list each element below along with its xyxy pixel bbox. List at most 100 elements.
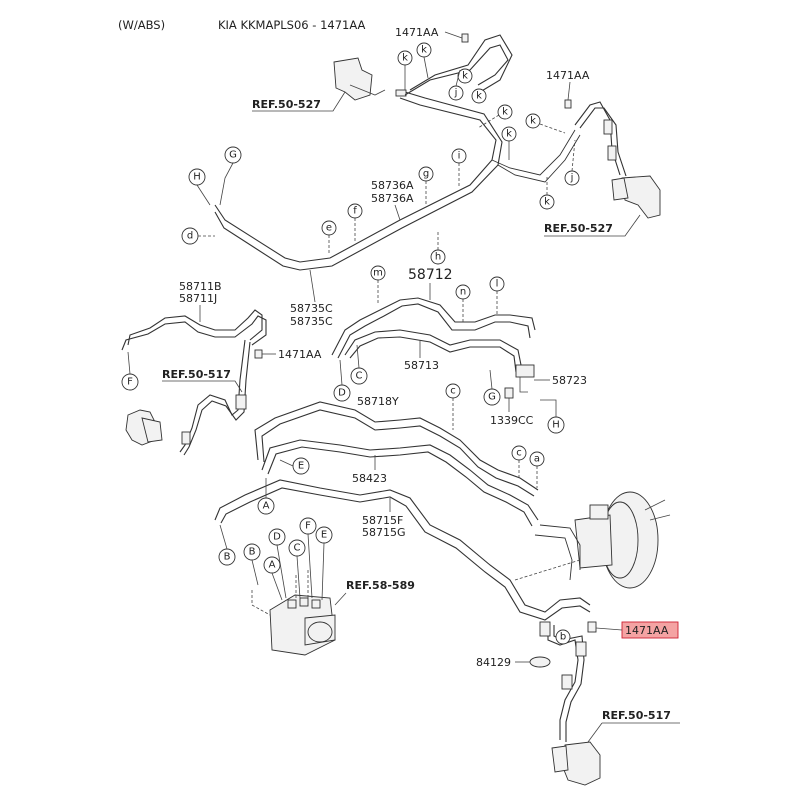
callout-k1: k [397, 50, 413, 90]
callout-j1: j [448, 69, 464, 101]
svg-text:H: H [552, 420, 560, 431]
part-1471aa-right: 1471AA [546, 69, 590, 82]
ref-top-right: REF.50-527 [544, 222, 613, 235]
callout-h1: h [430, 232, 446, 265]
svg-text:A: A [269, 560, 276, 571]
callout-b1: b [555, 629, 571, 645]
part-58711j: 58711J [179, 292, 217, 305]
pipe-58715f [214, 479, 591, 621]
hose-rear-left [179, 339, 251, 456]
callout-e1: e [321, 220, 337, 255]
svg-text:G: G [488, 392, 496, 403]
callout-k6: k [501, 126, 517, 160]
svg-text:B: B [249, 547, 256, 558]
part-84129: 84129 [476, 656, 511, 669]
svg-text:C: C [356, 371, 363, 382]
callout-m1: m [370, 265, 386, 305]
part-58715f: 58715F [362, 514, 403, 527]
svg-text:j: j [570, 173, 574, 184]
caliper-top-right [611, 175, 661, 219]
ref-top-left: REF.50-527 [252, 98, 321, 111]
svg-text:A: A [263, 501, 270, 512]
part-58735c-2: 58735C [290, 315, 333, 328]
part-58736a-2: 58736A [371, 192, 414, 205]
callout-a1: a [529, 451, 545, 488]
svg-text:g: g [423, 169, 429, 180]
part-58715g: 58715G [362, 526, 406, 539]
svg-text:e: e [326, 223, 332, 234]
callout-k7: k [525, 113, 566, 134]
callout-D1: D [333, 359, 351, 402]
ref-bottom: REF.50-517 [602, 709, 671, 722]
svg-text:b: b [560, 632, 566, 643]
part-58712: 58712 [408, 267, 453, 283]
bolt-1471aa-mid [254, 349, 263, 359]
svg-text:k: k [506, 129, 512, 140]
ref-mid-left: REF.50-517 [162, 368, 231, 381]
part-1471aa-mid: 1471AA [278, 348, 322, 361]
callout-D2: D [268, 528, 287, 599]
caliper-bottom [551, 741, 601, 786]
pipe-58423 [261, 439, 539, 527]
svg-text:n: n [460, 287, 466, 298]
callout-k4: k [471, 88, 487, 104]
callout-F1: F [121, 351, 139, 391]
pipe-58713 [344, 329, 523, 373]
part-1471aa-highlight[interactable]: 1471AA [625, 624, 669, 637]
callout-G1: G [219, 146, 242, 206]
grommet-84129 [529, 656, 551, 668]
svg-text:E: E [298, 461, 304, 472]
svg-text:k: k [476, 91, 482, 102]
callout-l1: l [489, 276, 505, 315]
svg-text:k: k [544, 197, 550, 208]
caliper-mid-left [125, 409, 163, 446]
callout-F2: F [299, 517, 317, 599]
part-58723: 58723 [552, 374, 587, 387]
callout-H1: H [188, 168, 211, 206]
caliper-top-left [333, 57, 407, 101]
variant-label: (W/ABS) [118, 18, 165, 32]
hose-top-center [404, 34, 513, 96]
callout-C1: C [350, 344, 368, 385]
bolt-1471aa-right [564, 99, 572, 109]
callout-f1: f [347, 203, 363, 242]
pipe-58711b [121, 309, 267, 351]
pipe-58736a [214, 91, 581, 271]
abs-module [251, 570, 336, 656]
part-58711b: 58711B [179, 280, 222, 293]
svg-text:D: D [273, 532, 281, 543]
svg-text:m: m [373, 268, 383, 279]
callout-i1: i [451, 148, 467, 188]
callout-c2: c [511, 445, 527, 480]
part-58735c-1: 58735C [290, 302, 333, 315]
callout-k5: k [477, 104, 513, 129]
callout-k3: k [457, 68, 473, 84]
callout-A1: A [257, 478, 275, 515]
callout-d1: d [181, 227, 215, 245]
callout-G2: G [483, 369, 501, 406]
svg-text:j: j [454, 88, 458, 99]
brake-booster [534, 491, 671, 589]
hose-top-right [574, 101, 627, 177]
svg-text:k: k [402, 53, 408, 64]
svg-text:G: G [229, 150, 237, 161]
svg-text:F: F [127, 377, 133, 388]
svg-text:E: E [321, 530, 327, 541]
callout-k8: k [539, 175, 555, 210]
callout-g1: g [418, 166, 434, 205]
svg-text:F: F [305, 521, 311, 532]
pipe-58718y [254, 401, 539, 497]
bolt-1339cc [504, 387, 514, 399]
svg-text:k: k [421, 45, 427, 56]
svg-text:a: a [534, 454, 540, 465]
callout-E1: E [279, 457, 310, 475]
clip-58723 [515, 364, 535, 393]
part-58713: 58713 [404, 359, 439, 372]
model-code-label: KIA KKMAPLS06 - 1471AA [218, 18, 366, 32]
bolt-1471aa-top [461, 33, 469, 43]
callout-H2: H [540, 399, 565, 434]
callout-c1: c [445, 383, 461, 430]
part-58736a-1: 58736A [371, 179, 414, 192]
